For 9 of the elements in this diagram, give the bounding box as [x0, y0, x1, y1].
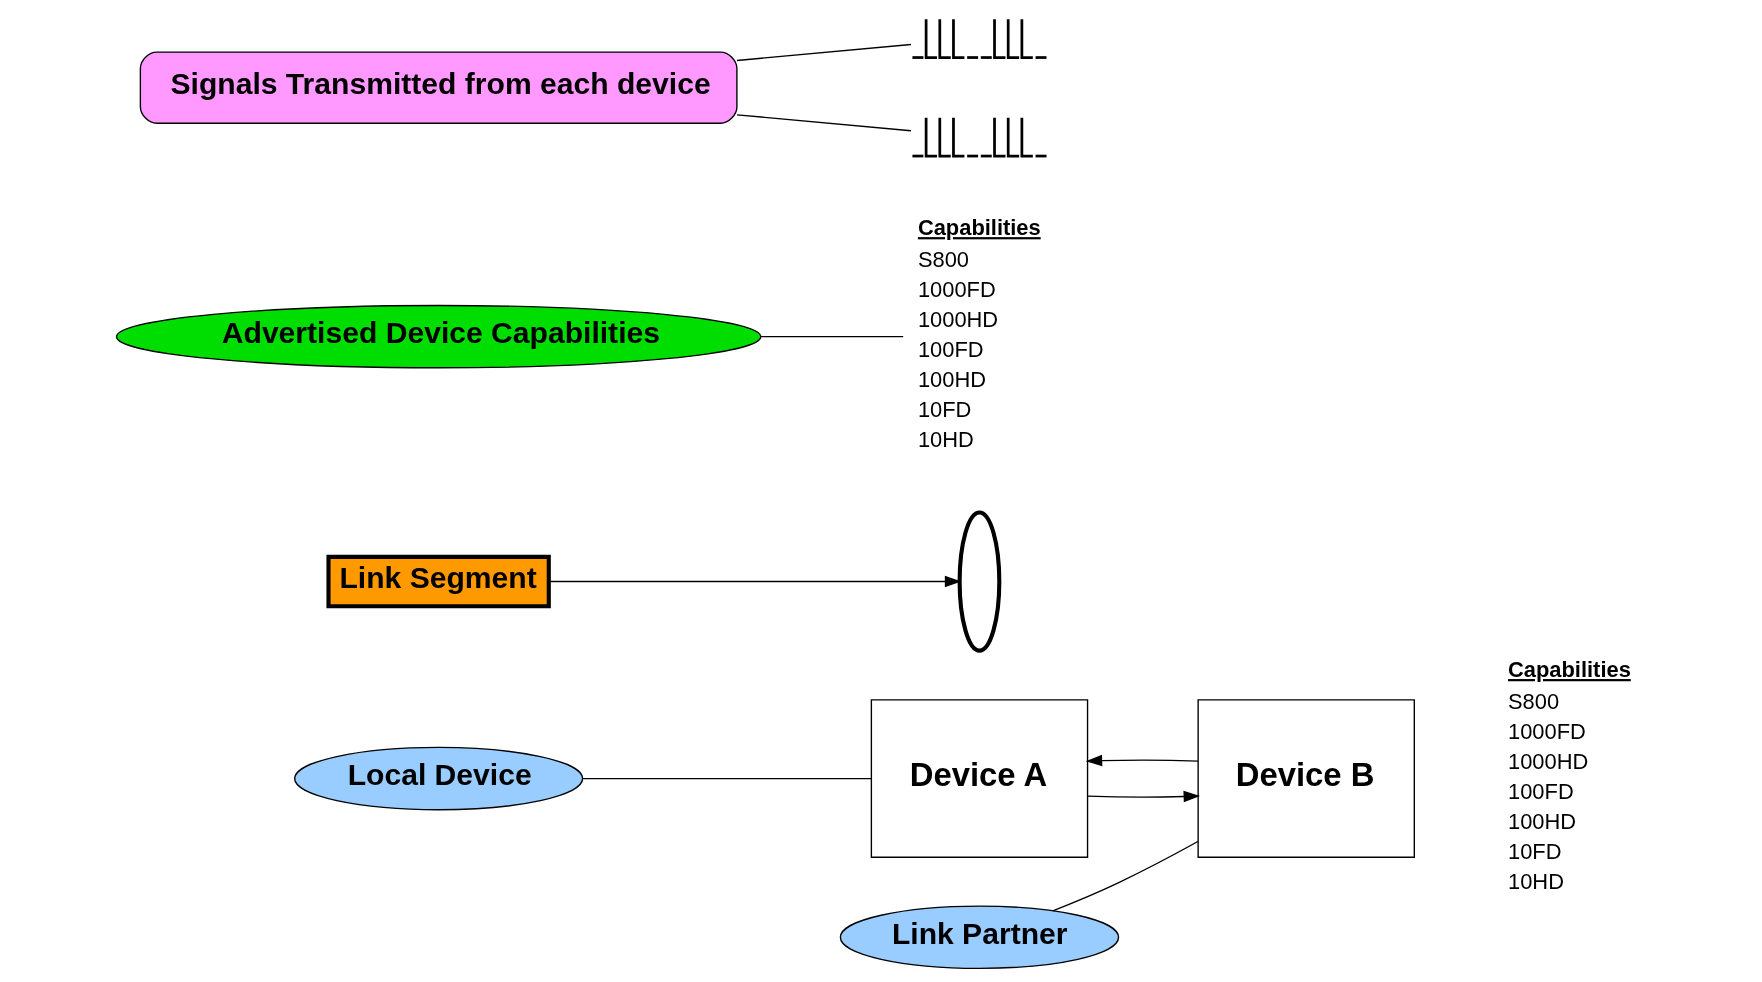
label: S800 — [1508, 688, 1560, 714]
label: 10HD — [1508, 869, 1564, 895]
node-text: Capabilities S800 1000FD 1000HD 100FD 100HD 10FD 10HD — [917, 215, 1041, 453]
label: 1000FD — [1508, 718, 1586, 744]
label: 100FD — [1508, 778, 1574, 804]
label: 1000HD — [1508, 748, 1589, 774]
label: 100HD — [1508, 808, 1577, 834]
label: Capabilities — [1508, 657, 1631, 683]
label: 10FD — [1508, 839, 1562, 865]
